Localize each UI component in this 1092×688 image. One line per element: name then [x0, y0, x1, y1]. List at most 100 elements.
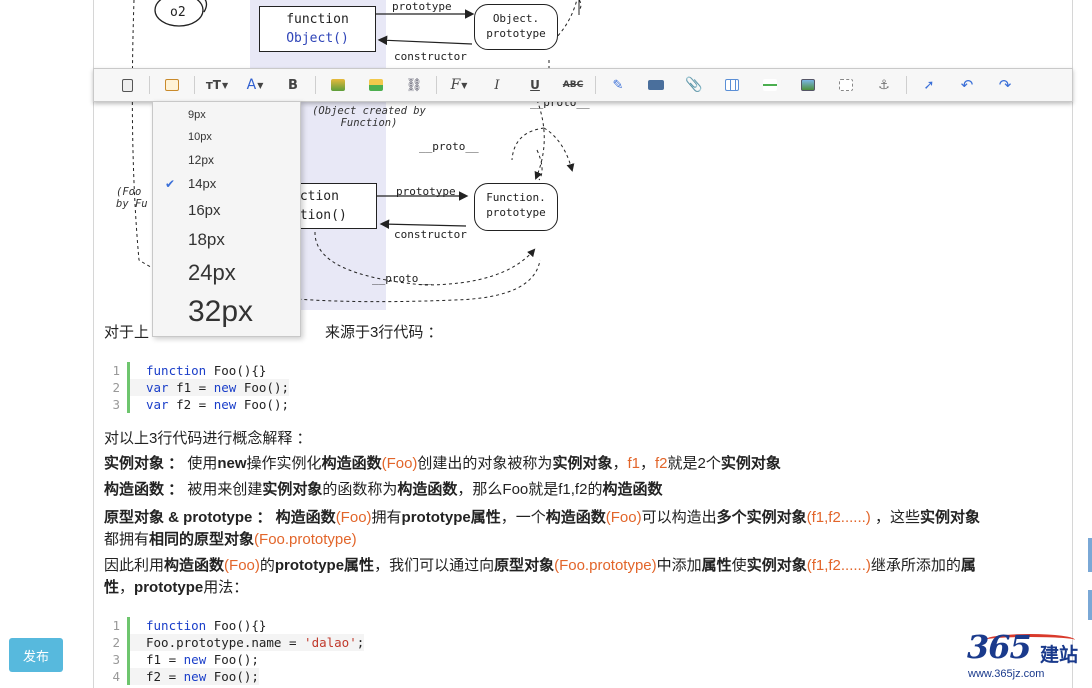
code-block-2: 1 function Foo(){} 2 Foo.prototype.name …	[104, 617, 365, 685]
font-size-option-12px[interactable]: 12px	[188, 153, 215, 167]
font-size-label: тT	[205, 78, 221, 92]
font-color-button[interactable]: A▼	[246, 77, 264, 93]
link-icon[interactable]: ⛓	[405, 77, 423, 93]
function-box-line1: nction	[292, 189, 339, 204]
text: 被用来创建	[187, 481, 263, 498]
font-size-dropdown: 9px 10px 12px ✔ 14px 16px 18px 24px 32px	[152, 101, 301, 337]
bold-label: B	[288, 77, 298, 93]
underline-label: U	[530, 78, 540, 92]
text: 实例对象	[746, 557, 807, 574]
text: ，那么Foo就是f1,f2的	[457, 481, 603, 498]
text: (Foo)	[381, 455, 418, 472]
insert-image-icon[interactable]	[326, 73, 350, 97]
font-size-option-14px[interactable]: 14px	[188, 176, 217, 191]
font-size-option-9px[interactable]: 9px	[188, 109, 206, 121]
watermark-number: 365	[967, 628, 1032, 666]
object-prototype-node: Object. prototype	[474, 4, 558, 50]
editor-toolbar: тT▼ A▼ B ⛓ F▼ I U ABC ✎ 📎 ⚓ ➚ ↶ ↷	[93, 68, 1073, 102]
text: 构造函数	[275, 509, 336, 526]
italic-label: I	[494, 77, 500, 93]
text: (f1,f2......)	[806, 557, 871, 574]
anchor-icon[interactable]: ⚓	[878, 77, 890, 93]
o2-label: o2	[170, 5, 186, 20]
format-painter-icon[interactable]: ✎	[612, 77, 624, 93]
font-size-option-18px[interactable]: 18px	[188, 230, 225, 249]
font-size-option-10px[interactable]: 10px	[188, 131, 212, 143]
italic-button[interactable]: I	[485, 73, 509, 97]
code-line: 3 f1 = new Foo();	[104, 651, 364, 668]
instance-object-paragraph: 实例对象 ： 使用new操作实例化构造函数(Foo)创建出的对象被称为实例对象，…	[104, 453, 781, 475]
constructor-paragraph: 构造函数 ： 被用来创建实例对象的函数称为构造函数，那么Foo就是f1,f2的构…	[104, 479, 662, 501]
font-color-label: A	[246, 77, 257, 93]
code-line: 2 Foo.prototype.name = 'dalao';	[104, 634, 365, 651]
text: 继承所添加的	[870, 557, 961, 574]
horizontal-rule-icon[interactable]	[758, 73, 782, 97]
text: 用法：	[203, 579, 249, 596]
object-prototype-line1: Object.	[492, 12, 540, 25]
function-prototype-node: Function. prototype	[474, 183, 558, 231]
code-line: 1 function Foo(){}	[104, 362, 289, 379]
text: ，	[119, 579, 135, 596]
foo-annotation-line1: (Foo	[116, 186, 142, 198]
table-icon[interactable]	[720, 73, 744, 97]
term: 构造函数 ：	[104, 481, 184, 498]
text: 的函数称为	[322, 481, 398, 498]
text: 性	[104, 579, 120, 596]
toolbar-separator	[436, 76, 437, 94]
code-text: f2 = new Foo();	[130, 668, 259, 685]
publish-button[interactable]: 发布	[9, 638, 63, 672]
font-size-option-32px[interactable]: 32px	[188, 295, 254, 328]
text: 操作实例化	[246, 455, 322, 472]
object-created-annotation: (Object created by Function)	[304, 105, 434, 129]
underline-button[interactable]: U	[523, 73, 547, 97]
side-scroll-tab[interactable]	[1088, 590, 1092, 620]
picture-icon[interactable]	[796, 73, 820, 97]
text: 多个实例对象	[716, 509, 807, 526]
foo-annotation: (Foo by Fu	[116, 186, 148, 210]
text: 原型对象	[494, 557, 555, 574]
code-text: var f2 = new Foo();	[146, 397, 289, 412]
font-family-button[interactable]: F▼	[450, 77, 468, 93]
text: 相同的原型对象	[149, 531, 255, 548]
function-keyword-label: function	[286, 12, 349, 27]
line-number: 3	[104, 396, 130, 413]
redo-icon[interactable]: ↷	[998, 76, 1012, 94]
intro-paragraph: 对于上来源于3行代码 ：	[104, 322, 443, 344]
intro-visible-text: 对于上	[104, 324, 150, 341]
font-size-option-16px[interactable]: 16px	[188, 202, 221, 219]
text: 属性	[701, 557, 732, 574]
side-scroll-tab[interactable]	[1088, 538, 1092, 572]
watermark-brand: 建站	[1040, 645, 1079, 666]
text: prototype属性	[274, 557, 375, 574]
page-break-icon[interactable]	[834, 73, 858, 97]
toolbar-separator	[906, 76, 907, 94]
font-size-option-24px[interactable]: 24px	[188, 260, 236, 285]
text: f2	[655, 455, 668, 472]
video-icon[interactable]	[644, 73, 668, 97]
constructor-edge-label-bottom: constructor	[394, 228, 467, 241]
text: 就是2个	[667, 455, 721, 472]
code-line: 3 var f2 = new Foo();	[104, 396, 289, 413]
text: 属	[960, 557, 976, 574]
strikethrough-button[interactable]: ABC	[561, 73, 585, 97]
text: 构造函数	[602, 481, 663, 498]
font-size-button[interactable]: тT▼	[205, 78, 229, 92]
code-text: function Foo(){}	[146, 363, 267, 378]
undo-icon[interactable]: ↶	[960, 76, 974, 94]
text: ，一个	[500, 509, 546, 526]
attachment-icon[interactable]: 📎	[685, 77, 703, 93]
constructor-edge-label-top: constructor	[394, 50, 467, 63]
text: 构造函数	[545, 509, 606, 526]
insert-row-icon[interactable]	[364, 73, 388, 97]
source-icon[interactable]	[115, 73, 139, 97]
toolbar-separator	[595, 76, 596, 94]
select-pointer-icon[interactable]: ➚	[923, 77, 935, 93]
usage-paragraph: 因此利用构造函数(Foo)的prototype属性，我们可以通过向原型对象(Fo…	[104, 555, 976, 577]
toolbar-separator	[194, 76, 195, 94]
text: (Foo.prototype)	[554, 557, 657, 574]
bold-button[interactable]: B	[281, 73, 305, 97]
text: (Foo)	[605, 509, 642, 526]
text: 使	[731, 557, 747, 574]
code-icon[interactable]	[160, 73, 184, 97]
text: 使用	[187, 455, 218, 472]
